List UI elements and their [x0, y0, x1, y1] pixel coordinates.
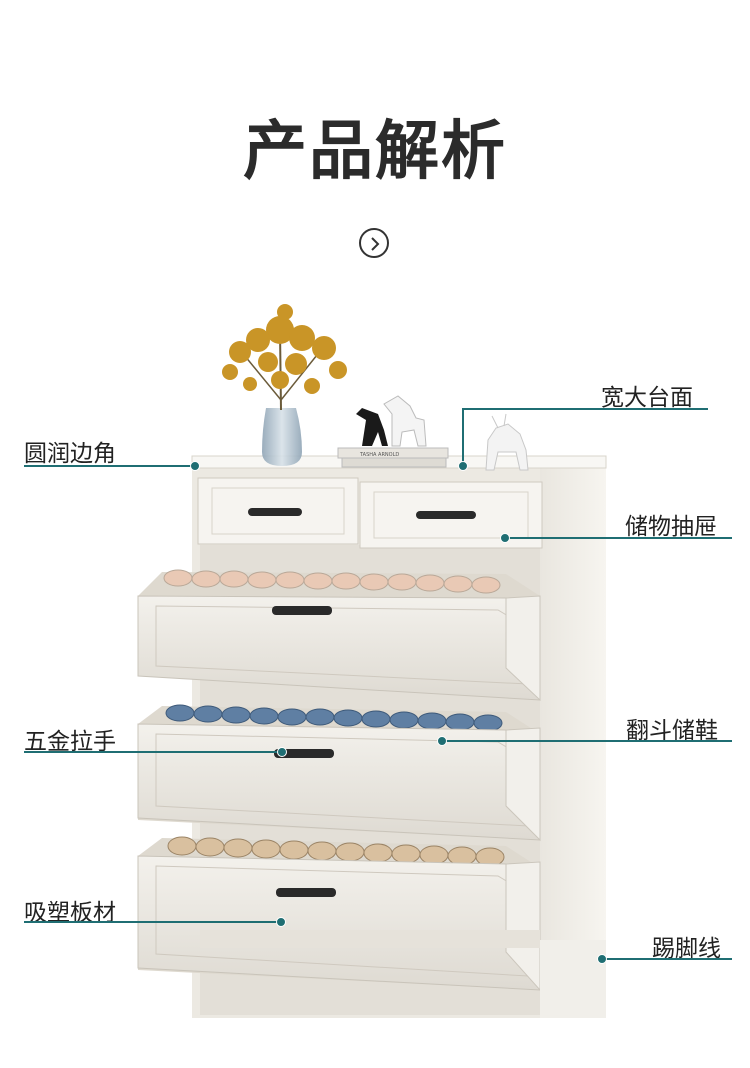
marker-dot-storage-drawer	[500, 533, 510, 543]
label-rounded-corner: 圆润边角	[24, 441, 116, 467]
leader-line-rounded-corner	[24, 465, 194, 467]
dog-figurines	[356, 395, 427, 447]
flip-door-3	[137, 836, 541, 992]
marker-dot-wide-top	[458, 461, 468, 471]
page-title: 产品解析	[243, 115, 507, 189]
leader-line-wide-top	[462, 408, 708, 410]
label-storage-drawer: 储物抽屉	[625, 514, 717, 540]
flip-door-2	[137, 704, 541, 842]
marker-dot-kick-line	[597, 954, 607, 964]
marker-dot-pvc-board	[276, 917, 286, 927]
marker-dot-metal-handle	[277, 747, 287, 757]
marker-dot-rounded-corner	[190, 461, 200, 471]
leader-line-metal-handle	[24, 751, 282, 753]
book-spine-text: TASHA ARNOLD	[359, 452, 399, 458]
deer-figurine	[485, 413, 529, 471]
drawer-left	[197, 477, 359, 545]
marker-dot-flip-shoe-storage	[437, 736, 447, 746]
next-button[interactable]	[359, 228, 389, 258]
vase-with-flowers	[222, 304, 347, 466]
leader-line-storage-drawer	[504, 537, 732, 539]
leader-line-wide-top-vertical	[462, 408, 464, 466]
flip-door-1	[137, 569, 541, 702]
leader-line-pvc-board	[24, 921, 280, 923]
label-kick-line: 踢脚线	[652, 936, 721, 962]
label-metal-handle: 五金拉手	[24, 729, 116, 755]
label-flip-shoe-storage: 翻斗储鞋	[626, 718, 718, 744]
shoe-cabinet	[137, 455, 607, 1018]
books: TASHA ARNOLD	[337, 447, 449, 468]
label-wide-top: 宽大台面	[601, 385, 693, 411]
chevron-right-icon	[371, 237, 380, 251]
leader-line-kick-line	[601, 958, 732, 960]
leader-line-flip-shoe-storage	[441, 740, 732, 742]
